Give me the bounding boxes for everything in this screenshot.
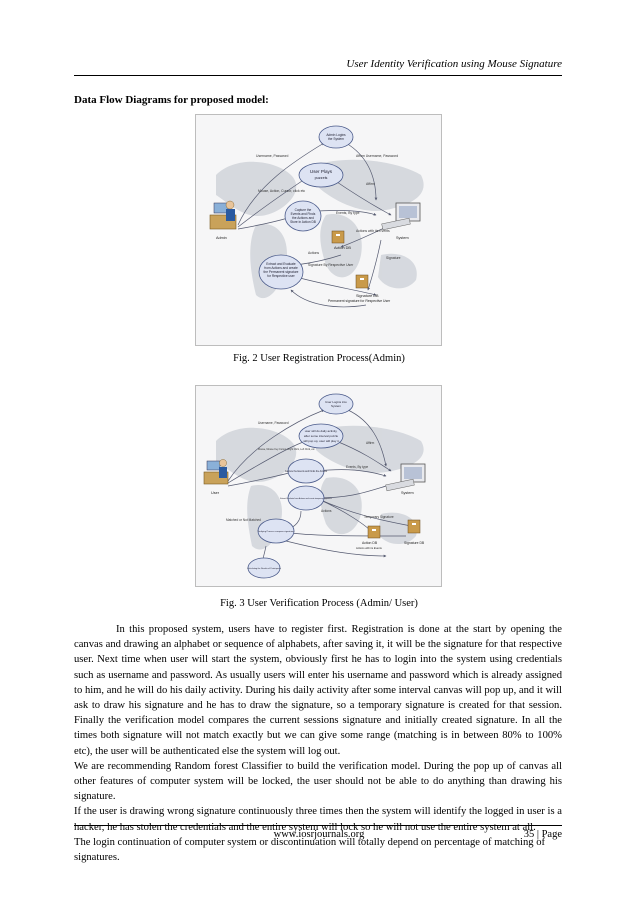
body-paragraph-3: If the user is drawing wrong signature c… — [74, 806, 562, 833]
process-capture-bubble-2 — [287, 458, 325, 484]
label-login: Admin Logins — [326, 133, 346, 137]
process-popup-bubble — [298, 423, 344, 449]
label-verify: Verifying Process compare signatures — [258, 530, 296, 533]
edge-temp-signature: Temporary Signature — [364, 515, 394, 519]
label-system: System — [396, 236, 409, 240]
label-extract1: Extract and Evaluate — [266, 262, 296, 266]
label-popup2: after some interval puzzle — [304, 434, 339, 438]
edge-actions-2: Actions — [321, 509, 332, 513]
label-signature-db: Signature DB — [356, 294, 379, 298]
figure1-caption: Fig. 2 User Registration Process(Admin) — [233, 353, 405, 364]
label-capture1: Capture the — [295, 208, 312, 212]
label-capture-2: Capture the Events and Finds the Actions — [285, 470, 328, 473]
label-capture4: Store in Action DB — [290, 220, 316, 224]
label-user-plays2: puzzels — [315, 176, 328, 180]
action-db-icon — [331, 230, 345, 244]
edge-signature: Signature — [386, 256, 401, 260]
body-paragraph-1: In this proposed system, users have to r… — [74, 624, 562, 757]
label-popup1: user will do daily activity, — [305, 429, 338, 433]
footer-page-number: 35 | Page — [523, 829, 562, 840]
label-signature-db-2: Signature DB — [404, 541, 425, 545]
process-capture-bubble — [284, 200, 322, 232]
edge-username-password-2: Username, Password — [258, 421, 289, 425]
figure2-caption: Fig. 3 User Verification Process (Admin/… — [220, 598, 418, 609]
label-extract4: for Respective user — [267, 274, 295, 278]
label-action-db-sub: Actions with its Events — [356, 546, 383, 550]
system-computer-icon-2 — [385, 463, 426, 492]
edge-actions: Actions — [308, 251, 319, 255]
process-extract-bubble — [258, 254, 304, 290]
footer-rule — [74, 825, 562, 826]
label-extract3: the Permanent signature — [264, 270, 299, 274]
label-login-2: User Logins into — [325, 400, 347, 404]
running-header: User Identity Verification using Mouse S… — [346, 58, 562, 70]
edge-affirm-username: Affirm Username, Password — [356, 154, 398, 158]
section-title: Data Flow Diagrams for proposed model: — [74, 94, 269, 106]
label-admin: Admin — [216, 236, 227, 240]
label-system-2: System — [401, 491, 414, 495]
body-text: In this proposed system, users have to r… — [74, 622, 562, 865]
signature-db-icon — [355, 274, 369, 289]
footer-url[interactable]: www.iosrjournals.org — [273, 829, 365, 840]
process-extract-bubble-2 — [287, 485, 325, 511]
edge-affirm: Affirm — [366, 182, 375, 186]
header-rule — [74, 75, 562, 76]
action-db-icon-2 — [367, 525, 381, 539]
process-user-plays-bubble — [298, 162, 344, 188]
signature-db-icon-2 — [407, 519, 421, 534]
edge-mouse-events-2: Mouse, Mouse Key Cursor, Right Click, Le… — [258, 448, 316, 451]
edge-username-password: Username, Password — [256, 154, 289, 158]
label-login2-2: System — [331, 404, 342, 408]
edge-affirm-2: Affirm — [366, 441, 375, 445]
process-login-bubble-2 — [318, 393, 354, 415]
label-capture3: the Actions and — [292, 216, 314, 220]
system-computer-icon — [381, 202, 421, 231]
label-user-plays: User Plays — [310, 169, 333, 174]
edge-matched: Matched or Not Matched — [226, 518, 261, 522]
user-person-icon — [203, 459, 229, 485]
process-verify-bubble — [257, 518, 295, 544]
edge-actions-with-events: Actions with its Events — [356, 229, 390, 233]
label-login2: the System — [328, 137, 344, 141]
label-popup3: will pop up, user will play it — [303, 439, 339, 443]
label-action-db-2: Action DB — [362, 541, 378, 545]
label-signature-db-sub: Permanent signature for Respective User — [328, 299, 391, 303]
label-user: User — [211, 491, 220, 495]
label-extract-2: Extract Evaluate from Actions and create… — [280, 497, 332, 500]
admin-person-icon — [209, 200, 237, 230]
edge-events-by-type-2: Events, By type — [346, 465, 368, 469]
body-paragraph-4: The login continuation of computer syste… — [74, 836, 546, 864]
edge-signature-by-user: Signature By Respective User — [308, 263, 354, 267]
process-login-bubble — [318, 125, 354, 149]
body-paragraph-2: We are recommending Random forest Classi… — [74, 760, 562, 803]
figure-user-verification-dfd: User Logins into System user will do dai… — [195, 385, 442, 587]
label-capture2: Events and Finds — [291, 212, 316, 216]
label-extract2: from Actions and create — [264, 266, 298, 270]
label-action-db: Action DB — [334, 246, 351, 250]
edge-events-by-type: Events, By type — [336, 211, 360, 215]
process-results-bubble — [247, 557, 281, 579]
label-results: Calculating the Results of Participants — [247, 567, 281, 570]
edge-mouse-events: Mouse, Action, Cursor, click etc — [258, 189, 305, 193]
figure-user-registration-dfd: Admin Logins the System User Plays puzze… — [195, 114, 442, 346]
